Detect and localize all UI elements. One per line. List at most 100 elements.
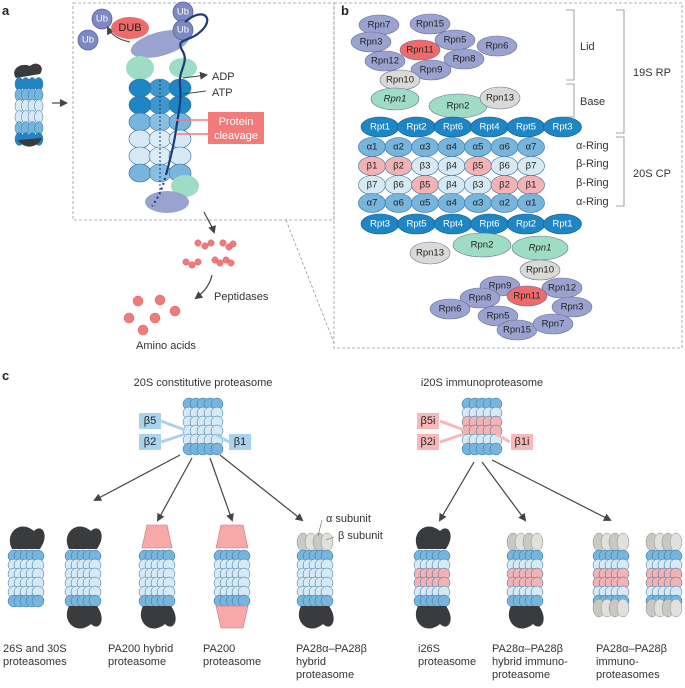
core-subunit <box>489 442 503 456</box>
subunit-shape <box>410 59 452 81</box>
lid-bottom-rpn7: Rpn7 <box>532 313 574 335</box>
svg-text:Ub: Ub <box>177 7 189 18</box>
cap-dark <box>415 606 451 629</box>
peptide-residue <box>222 256 230 264</box>
pa28-cap <box>592 532 630 552</box>
lid-subunit-rpn8: Rpn8 <box>443 48 485 70</box>
caption-0-line-0: 26S and 30S <box>3 643 67 655</box>
peptide-residue <box>216 259 224 267</box>
peptide-residue <box>207 239 215 247</box>
beta5-tag: β5 <box>139 413 161 429</box>
subunit-shape <box>409 13 451 35</box>
core-subunit <box>320 594 334 608</box>
alpha-subunit-label: α subunit <box>326 513 371 525</box>
amino-acid <box>132 295 144 307</box>
subunit-shape <box>506 285 548 307</box>
caption-3-line-0: PA28α–PA28β <box>296 643 367 655</box>
subunit-label: Rpn11 <box>406 45 433 56</box>
caption-1-line-1: proteasome <box>108 656 166 668</box>
core <box>138 549 176 608</box>
rpt-top-rpt4: Rpt4 <box>470 116 509 138</box>
lid-label: Lid <box>580 41 595 53</box>
beta-top-6: β7 <box>517 156 545 176</box>
beta-bottom-1: β6 <box>384 175 413 195</box>
subunit-label: Rpn10 <box>526 265 554 276</box>
lid-bottom-rpn8: Rpn8 <box>459 287 501 309</box>
proteasome-30s <box>64 526 102 629</box>
core <box>592 549 630 608</box>
ring-subunit-label: α3 <box>473 198 484 209</box>
constitutive-title: 20S constitutive proteasome <box>134 377 273 389</box>
beta5i-tag: β5i <box>417 413 439 429</box>
subunit-label: Rpn3 <box>561 302 584 313</box>
base-bottom-rpn2: Rpn2 <box>452 232 512 258</box>
rpt-bottom-rpt1: Rpt1 <box>543 213 582 235</box>
beta-tag-link <box>439 419 465 432</box>
alpha-bottom-6: α1 <box>517 193 545 213</box>
base-bottom-rpn1: Rpn1 <box>511 235 569 261</box>
alpha-top-3: α4 <box>437 137 466 157</box>
protein-cleavage-label-1: Protein <box>219 116 254 128</box>
panel-b-brackets <box>566 9 625 207</box>
rpt-label: Rpt3 <box>370 219 390 230</box>
pa28-subunit <box>669 532 683 552</box>
rpt-top-rpt3: Rpt3 <box>543 116 582 138</box>
subunit-label: Rpn8 <box>453 54 476 65</box>
core-subunit <box>128 78 152 98</box>
immuno-20s-core <box>461 397 503 456</box>
rpt-top-rpt6: Rpt6 <box>433 116 473 138</box>
beta-top-3: β4 <box>437 156 466 176</box>
pa28-immuno-1 <box>592 532 630 618</box>
core <box>7 549 45 608</box>
beta-tag-link <box>495 432 511 444</box>
lid-subunit-rpn6: Rpn6 <box>476 35 518 57</box>
panel-label-b: b <box>341 3 349 18</box>
ring-subunit-label: α1 <box>367 142 378 153</box>
subunit-label: Rpn12 <box>548 283 576 294</box>
subunit-label: Rpn13 <box>486 93 514 104</box>
lid-subunit <box>145 191 189 213</box>
ring-subunit-label: β4 <box>446 180 457 191</box>
beta-tag-link <box>160 419 186 432</box>
core-subunit <box>31 594 45 608</box>
beta-tag-link <box>439 432 465 444</box>
peptides-arrow <box>203 211 216 234</box>
pa28-subunit <box>320 532 334 552</box>
lid-bottom-rpn11: Rpn11 <box>506 285 548 307</box>
caption-0-line-1: proteasomes <box>3 656 67 668</box>
subunit-label: Rpn9 <box>489 281 512 292</box>
pa28-subunit <box>616 532 630 552</box>
rpt-label: Rpt2 <box>516 219 536 230</box>
rpt-label: Rpt4 <box>443 219 463 230</box>
rpt-bottom-rpt3: Rpt3 <box>360 213 400 235</box>
lid-subunit-rpn12: Rpn12 <box>364 50 406 72</box>
beta-tag-link <box>214 432 230 444</box>
subunit-shape <box>429 298 471 320</box>
lid-bottom-rpn15: Rpn15 <box>496 319 538 341</box>
peptide-residue <box>182 258 190 266</box>
subunit-label: Rpn2 <box>447 101 470 112</box>
ubiquitin-free-2: Ub <box>77 29 99 51</box>
core <box>296 549 334 608</box>
rpt-top-rpt2: Rpt2 <box>397 116 436 138</box>
amino-acid <box>154 294 166 306</box>
subunit-shape <box>476 35 518 57</box>
alpha-bottom-0: α7 <box>358 193 386 213</box>
rpt-bottom-rpt2: Rpt2 <box>506 213 546 235</box>
beta-bottom-0: β7 <box>358 175 386 195</box>
subunit-label: Rpn5 <box>444 35 467 46</box>
derivation-arrow <box>157 457 193 522</box>
pa28-cap <box>592 598 630 618</box>
beta-tag-label: β1 <box>234 436 246 448</box>
beta-tag-label: β5i <box>421 415 436 427</box>
pa200-cap <box>215 524 249 549</box>
ring-subunit-label: α2 <box>499 198 510 209</box>
rpt-bottom-rpt5: Rpt5 <box>397 213 436 235</box>
lid-subunit-rpn11: Rpn11 <box>399 39 441 61</box>
amino-acids-label: Amino acids <box>136 340 196 352</box>
pa200-hybrid <box>138 524 176 629</box>
peptide-residue <box>219 239 227 247</box>
pa200-cap <box>215 605 249 629</box>
alpha-bottom-2: α5 <box>411 193 439 213</box>
lid-subunit-rpn9: Rpn9 <box>410 59 452 81</box>
